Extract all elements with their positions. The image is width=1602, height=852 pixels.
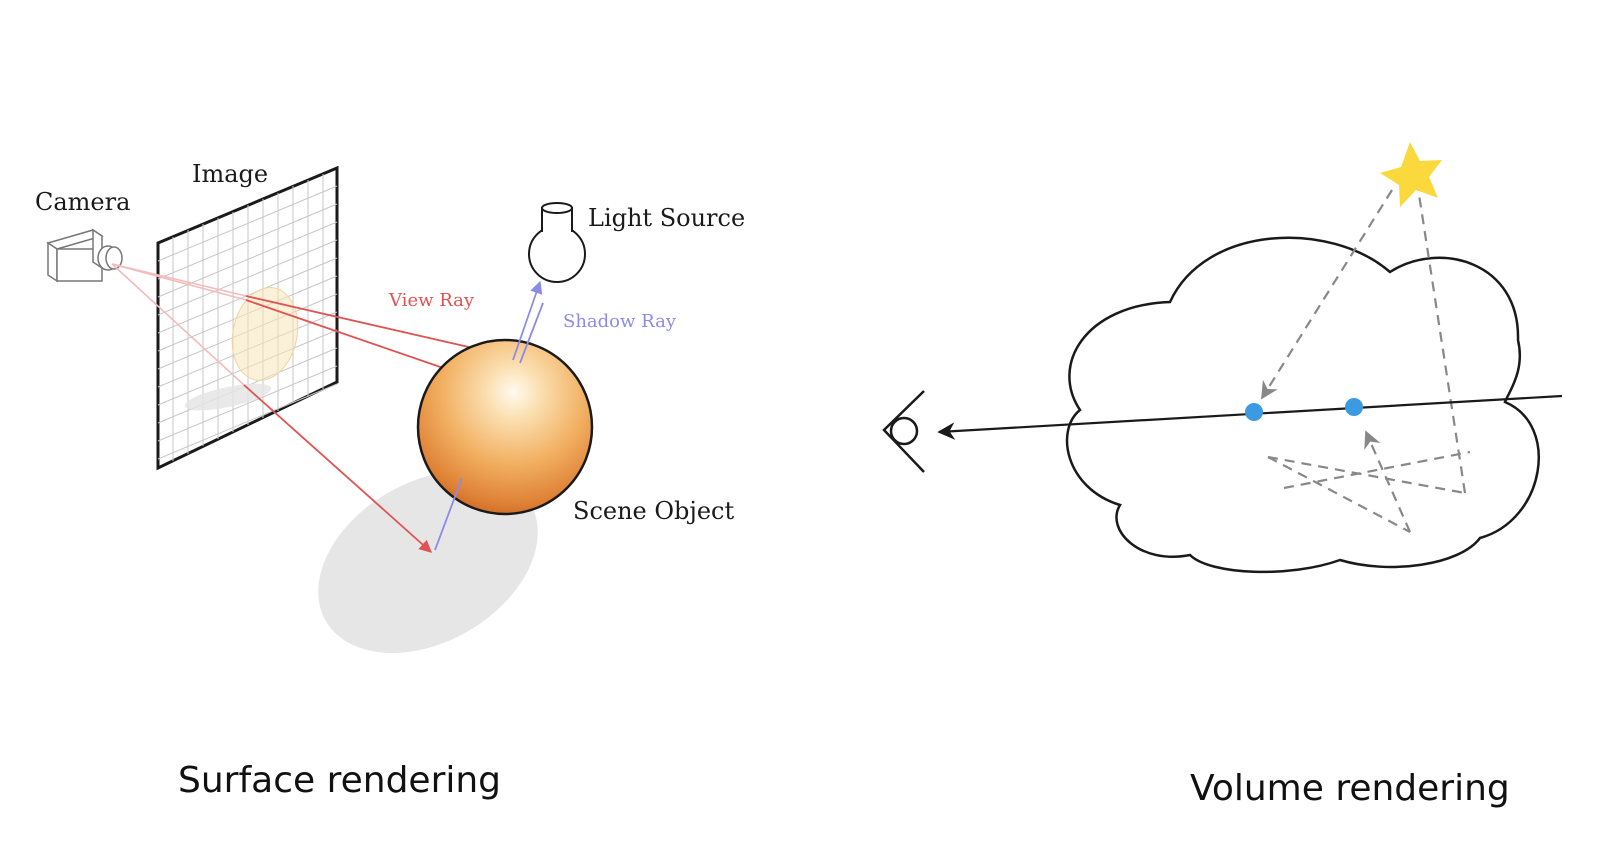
- shadow-ray-label: Shadow Ray: [563, 311, 677, 332]
- image-label: Image: [192, 160, 268, 188]
- scattering-paths: [1261, 187, 1471, 533]
- volume-rendering-caption: Volume rendering: [1190, 768, 1510, 809]
- scene-object-label: Scene Object: [573, 497, 735, 525]
- cloud-volume: [1065, 236, 1540, 574]
- floor-shadow: [318, 471, 538, 653]
- surface-rendering-caption: Surface rendering: [178, 760, 501, 801]
- volume-rendering-panel: Volume rendering: [882, 142, 1563, 809]
- scene-object-sphere: [416, 338, 594, 516]
- view-rays: [243, 295, 510, 553]
- eye-icon: [882, 390, 925, 473]
- camera-label: Camera: [35, 188, 130, 216]
- image-plane: [156, 165, 339, 471]
- projected-object: [231, 287, 299, 381]
- camera-icon: [46, 228, 123, 283]
- shadow-rays: [434, 280, 544, 551]
- light-source-label: Light Source: [588, 204, 745, 232]
- view-rays-pre-plane: [111, 263, 247, 386]
- view-ray-label: View Ray: [388, 290, 475, 311]
- sample-point-1: [1245, 403, 1263, 421]
- surface-rendering-panel: Camera Image Light Source View Ray Shado…: [35, 160, 745, 801]
- star-light-icon: [1380, 142, 1442, 207]
- light-bulb-icon: [528, 202, 586, 283]
- sample-point-2: [1345, 398, 1363, 416]
